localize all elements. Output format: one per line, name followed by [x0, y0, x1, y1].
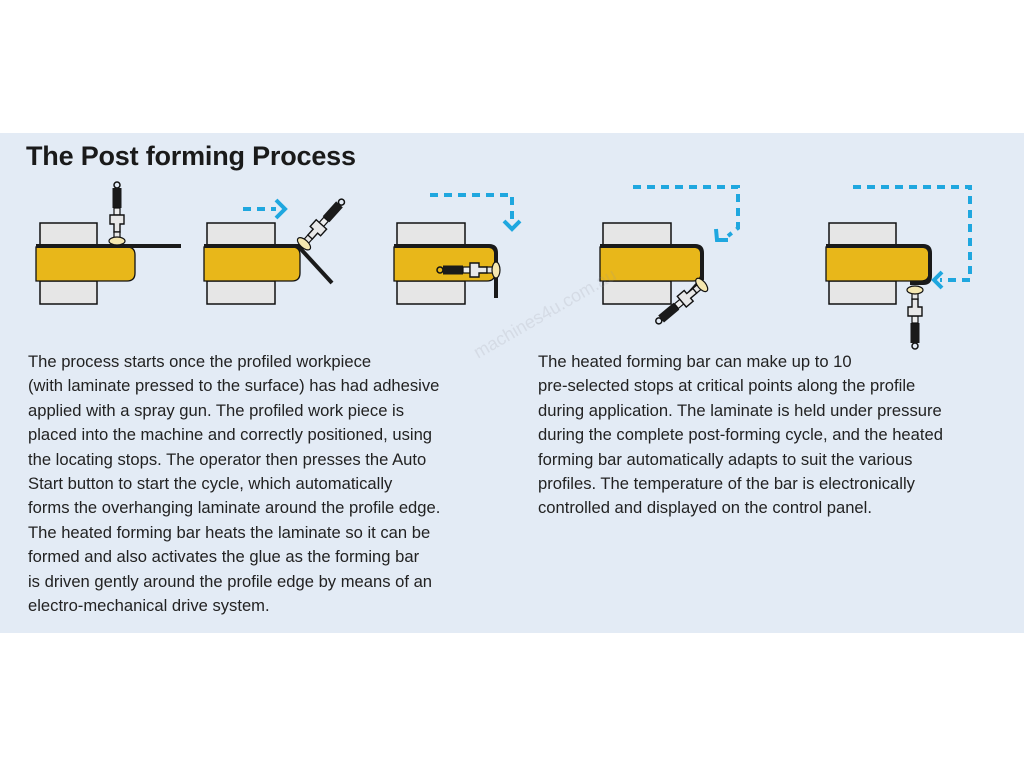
page-title: The Post forming Process — [26, 141, 356, 171]
text-line: The heated forming bar heats the laminat… — [28, 522, 431, 542]
move-arrow — [430, 193, 514, 220]
text-line: controlled and displayed on the control … — [538, 498, 872, 518]
text-line: formed and also activates the glue as th… — [28, 547, 420, 567]
text-line: forming bar automatically adapts to suit… — [538, 449, 913, 469]
text-line: The process starts once the profiled wor… — [28, 352, 372, 371]
step-5-diagram — [825, 185, 972, 350]
text-line: (with laminate pressed to the surface) h… — [28, 376, 440, 396]
process-diagrams — [35, 181, 972, 350]
right-description: The heated forming bar can make up to 10… — [538, 350, 943, 521]
text-line: applied with a spray gun. The profiled w… — [28, 400, 405, 420]
text-line: the locating stops. The operator then pr… — [28, 449, 427, 469]
text-line: profiles. The temperature of the bar is … — [538, 474, 915, 494]
text-line: electro-mechanical drive system. — [28, 596, 270, 616]
step-1-diagram — [35, 181, 181, 305]
left-description: The process starts once the profiled wor… — [28, 350, 440, 618]
text-line: The heated forming bar can make up to 10 — [538, 352, 852, 371]
text-line: during the complete post-forming cycle, … — [538, 425, 943, 445]
text-line: is driven gently around the profile edge… — [28, 571, 433, 591]
step-4-diagram — [599, 185, 740, 330]
text-line: during application. The laminate is held… — [538, 400, 942, 420]
text-line: Start button to start the cycle, which a… — [28, 474, 393, 494]
text-line: pre-selected stops at critical points al… — [538, 376, 916, 396]
move-arrow — [853, 185, 972, 282]
text-line: forms the overhanging laminate around th… — [28, 498, 441, 518]
text-line: placed into the machine and correctly po… — [28, 425, 433, 445]
step-2-diagram — [203, 193, 351, 305]
step-3-diagram — [393, 193, 522, 305]
